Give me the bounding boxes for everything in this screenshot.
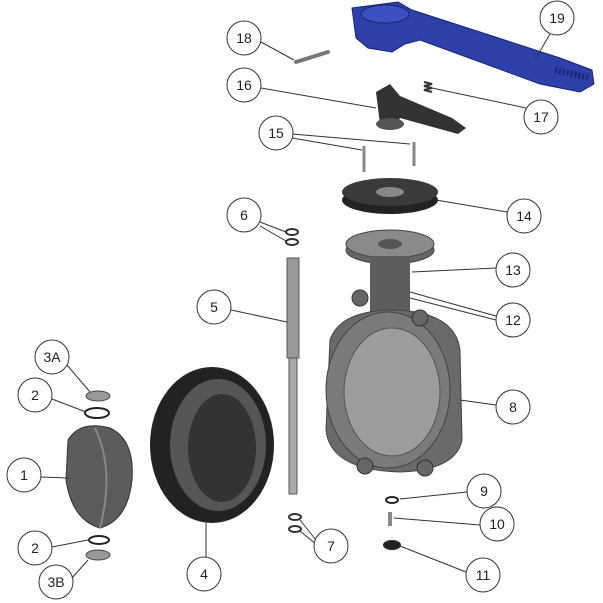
callout-14: 14 (506, 198, 542, 234)
svg-text:11: 11 (476, 567, 491, 583)
svg-text:5: 5 (210, 299, 218, 315)
callout-18: 18 (226, 20, 262, 56)
callout-8: 8 (495, 389, 531, 425)
svg-text:10: 10 (489, 516, 505, 532)
callout-16: 16 (226, 67, 262, 103)
svg-text:15: 15 (268, 125, 284, 141)
part-spring (423, 81, 433, 93)
part-handle (351, 1, 595, 93)
svg-text:14: 14 (516, 208, 532, 224)
svg-text:12: 12 (505, 312, 521, 328)
svg-text:16: 16 (236, 77, 252, 93)
svg-text:6: 6 (240, 207, 248, 223)
callout-10: 10 (479, 506, 515, 542)
part-liner (150, 367, 274, 523)
callout-13: 13 (495, 252, 531, 288)
svg-text:4: 4 (200, 566, 208, 582)
callout-2-top: 2 (17, 377, 53, 413)
svg-text:17: 17 (533, 109, 549, 125)
part-washers-bottom (288, 513, 302, 533)
callout-9: 9 (466, 473, 502, 509)
callout-11: 11 (465, 557, 501, 593)
svg-text:3B: 3B (47, 574, 64, 590)
part-ratchet (376, 84, 466, 134)
callout-3a: 3A (34, 339, 70, 375)
part-disc-hardware (84, 390, 111, 561)
callout-3b: 3B (38, 564, 74, 600)
callout-17: 17 (523, 99, 559, 135)
part-body (325, 229, 463, 477)
callout-5: 5 (196, 289, 232, 325)
callout-12: 12 (495, 302, 531, 338)
svg-text:3A: 3A (43, 349, 61, 365)
svg-text:13: 13 (505, 262, 521, 278)
part-washers-top (285, 228, 299, 246)
callout-15: 15 (258, 115, 294, 151)
leader-lines (40, 33, 551, 579)
callout-4: 4 (186, 556, 222, 592)
callout-2-bottom: 2 (17, 530, 53, 566)
part-stem (286, 257, 300, 495)
svg-text:7: 7 (327, 538, 335, 554)
callout-19: 19 (539, 0, 575, 36)
part-disc (65, 425, 133, 529)
callout-7: 7 (313, 528, 349, 564)
callout-1: 1 (6, 457, 42, 493)
part-top-plate (342, 178, 438, 214)
callout-6: 6 (226, 197, 262, 233)
part-bolts (362, 142, 416, 172)
svg-text:2: 2 (31, 540, 39, 556)
svg-text:8: 8 (509, 399, 517, 415)
svg-text:2: 2 (31, 387, 39, 403)
part-bottom-hardware (383, 496, 401, 550)
svg-text:9: 9 (480, 483, 488, 499)
svg-text:1: 1 (20, 467, 28, 483)
svg-text:19: 19 (549, 10, 565, 26)
part-pin (294, 50, 330, 64)
svg-text:18: 18 (236, 30, 252, 46)
